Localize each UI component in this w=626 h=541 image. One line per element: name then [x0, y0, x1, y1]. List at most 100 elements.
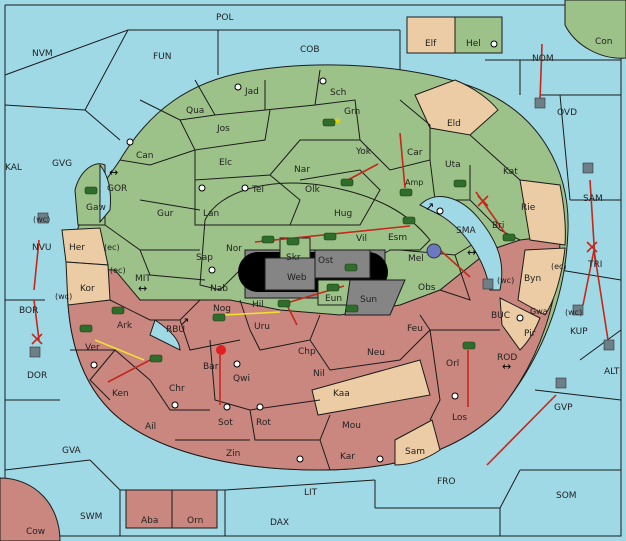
- fleet-units: [29, 97, 615, 389]
- land-label-obs: Obs: [418, 283, 436, 293]
- army-units: [79, 118, 516, 363]
- army-unit: [402, 216, 416, 225]
- sea-label-mit: MIT: [135, 274, 151, 284]
- land-label-kaa: Kaa: [333, 389, 350, 399]
- land-label-eld: Eld: [447, 119, 461, 129]
- globe-marker-icon: [426, 243, 442, 259]
- sea-label-dax: DAX: [270, 518, 289, 528]
- supply-center: [223, 403, 231, 411]
- army-unit: [322, 118, 336, 127]
- land-label-zin: Zin: [226, 449, 240, 459]
- land-label-elf: Elf: [425, 39, 437, 49]
- army-unit: [453, 179, 467, 188]
- supply-center: [90, 361, 98, 369]
- land-label-jos: Jos: [216, 124, 230, 134]
- land-label-feu: Feu: [407, 324, 423, 334]
- fleet-unit: [37, 212, 49, 224]
- territory-gwa[interactable]: [499, 297, 541, 351]
- land-label-jad: Jad: [244, 87, 259, 97]
- coast-tag: (wc): [55, 292, 72, 301]
- land-label-qwi: Qwi: [233, 374, 250, 384]
- fleet-unit: [482, 278, 494, 290]
- land-label-elc: Elc: [219, 158, 232, 168]
- sea-label-rbu: RBU: [166, 325, 185, 335]
- svg-text:↔: ↔: [502, 360, 511, 373]
- supply-center: [296, 455, 304, 463]
- red-zone: [67, 234, 561, 471]
- land-label-ost: Ost: [318, 256, 334, 266]
- land-label-nar: Nar: [294, 165, 310, 175]
- territory-sam[interactable]: [394, 419, 441, 466]
- land-label-grh: Grh: [344, 107, 360, 117]
- svg-text:↔: ↔: [467, 246, 476, 259]
- territory-eld[interactable]: [414, 79, 499, 136]
- land-label-sch: Sch: [330, 88, 346, 98]
- coast-tag: (ec): [110, 266, 126, 275]
- territory-borders: [70, 69, 521, 471]
- army-unit: [261, 235, 275, 244]
- land-label-skr: Skr: [286, 253, 301, 263]
- land-label-nor: Nor: [226, 244, 242, 254]
- sea-label-gvp: GVP: [554, 403, 573, 413]
- rbu-bay: [149, 319, 181, 351]
- coast-tag: (ec): [551, 262, 567, 271]
- territory-orn[interactable]: [171, 489, 218, 529]
- land-label-gaw: Gaw: [86, 203, 106, 213]
- supply-center: [126, 138, 134, 146]
- sea-label-alt: ALT: [604, 367, 620, 377]
- sea-label-lit: LIT: [304, 488, 318, 498]
- fleet-unit: [555, 377, 567, 389]
- army-unit: [84, 186, 98, 195]
- army-unit: [326, 283, 340, 292]
- sea-label-som: SOM: [556, 491, 577, 501]
- sea-label-gor: GOR: [107, 184, 127, 194]
- land-label-nog: Nog: [213, 304, 231, 314]
- land-label-ail: Ail: [145, 422, 156, 432]
- land-label-pir: Pir: [524, 329, 536, 339]
- land-label-kar: Kar: [340, 452, 355, 462]
- land-label-orn: Orn: [187, 516, 203, 526]
- territory-sun[interactable]: [344, 279, 406, 316]
- sea-label-bor: BOR: [19, 306, 38, 316]
- svg-text:↗: ↗: [425, 200, 434, 213]
- land-label-gwa: Gwa: [530, 307, 548, 316]
- sea-label-nom: NOM: [532, 54, 554, 64]
- sea-label-kup: KUP: [570, 327, 588, 337]
- supply-center: [198, 184, 206, 192]
- land-label-kat: Kat: [503, 167, 518, 177]
- sea-label-cob: COB: [300, 45, 320, 55]
- supply-center: [256, 403, 264, 411]
- territory-kaa[interactable]: [311, 359, 431, 416]
- land-label-rot: Rot: [256, 418, 271, 428]
- fleet-unit: [582, 162, 594, 174]
- land-label-esm: Esm: [388, 233, 407, 243]
- land-label-chr: Chr: [169, 384, 185, 394]
- territory-rie[interactable]: [519, 179, 566, 246]
- territory-byn[interactable]: [517, 247, 566, 316]
- army-unit: [344, 263, 358, 272]
- territory-elf[interactable]: [406, 16, 456, 54]
- sea-boundaries: [4, 4, 622, 537]
- star-marker-icon: ★: [333, 116, 342, 127]
- land-labels: Con Elf Hel Jad Sch Qua Jos Grh Eld Can …: [26, 37, 613, 537]
- sea-label-sam: SAM: [583, 194, 603, 204]
- fleet-unit: [603, 339, 615, 351]
- supply-center: [436, 207, 444, 215]
- sea-label-dor: DOR: [27, 371, 47, 381]
- land-label-can: Can: [136, 151, 154, 161]
- land-label-her: Her: [69, 243, 85, 253]
- land-label-eun: Eun: [325, 294, 342, 304]
- svg-text:↗: ↗: [180, 315, 189, 328]
- sea-label-kal: KAL: [5, 163, 22, 173]
- sea-label-gva: GVA: [62, 446, 82, 456]
- svg-text:↔: ↔: [138, 282, 147, 295]
- land-label-tel: Tel: [251, 185, 264, 195]
- supply-center: [490, 40, 498, 48]
- army-unit: [399, 188, 413, 197]
- land-label-bar: Bar: [203, 362, 219, 372]
- army-unit: [502, 233, 516, 242]
- land-label-chp: Chp: [298, 347, 316, 357]
- territory-aba[interactable]: [125, 489, 173, 529]
- land-label-mel: Mel: [408, 254, 424, 264]
